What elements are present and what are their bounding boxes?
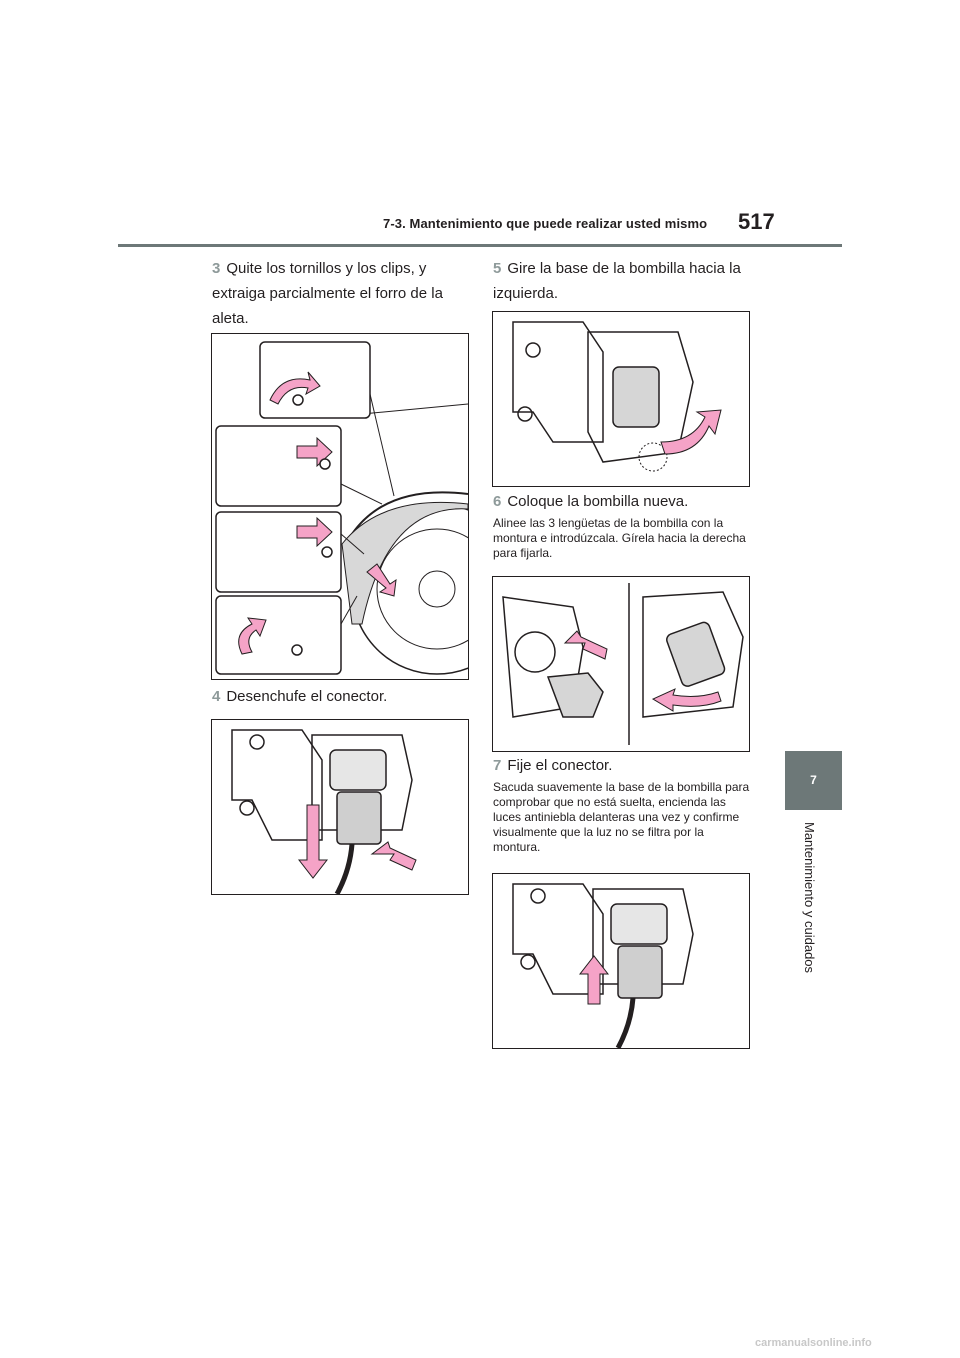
step-text: Quite los tornillos y los clips, y extra… [212, 260, 443, 327]
new-bulb-install-illustration [492, 576, 750, 752]
step-number: 6 [493, 493, 502, 510]
step-text: Coloque la bombilla nueva. [507, 493, 689, 510]
header-divider [118, 244, 842, 247]
footer-watermark: carmanualsonline.info [755, 1337, 872, 1349]
section-title: 7-3. Mantenimiento que puede realizar us… [383, 216, 708, 231]
step-text: Gire la base de la bombilla hacia la izq… [493, 260, 741, 302]
connector-unplug-illustration [211, 719, 469, 895]
connector-attach-drawing [512, 883, 694, 1048]
page-number: 517 [738, 209, 775, 234]
connector-unplug-drawing [231, 729, 417, 894]
step-7-note: Sacuda suavemente la base de la bombilla… [493, 780, 750, 854]
bulb-base-turn-illustration [492, 311, 750, 487]
step-4: 4 Desenchufe el conector. [212, 684, 467, 709]
step-text: Fije el conector. [507, 757, 613, 774]
step-text: Desenchufe el conector. [226, 688, 388, 705]
new-bulb-install-drawing [502, 583, 744, 745]
connector-attach-illustration [492, 873, 750, 1049]
step-number: 7 [493, 757, 502, 774]
step-7: 7 Fije el conector. [493, 753, 753, 778]
bulb-base-turn-drawing [512, 321, 722, 472]
step-number: 5 [493, 260, 502, 277]
step-number: 4 [212, 688, 221, 705]
fender-liner-drawing [215, 341, 468, 675]
step-6-note: Alinee las 3 lengüetas de la bombilla co… [493, 516, 746, 560]
step-number: 3 [212, 260, 221, 277]
fender-liner-illustration [211, 333, 469, 680]
step-6: 6 Coloque la bombilla nueva. [493, 489, 753, 514]
chapter-tab: 7 [785, 751, 842, 810]
chapter-title: Mantenimiento y cuidados [802, 822, 817, 974]
